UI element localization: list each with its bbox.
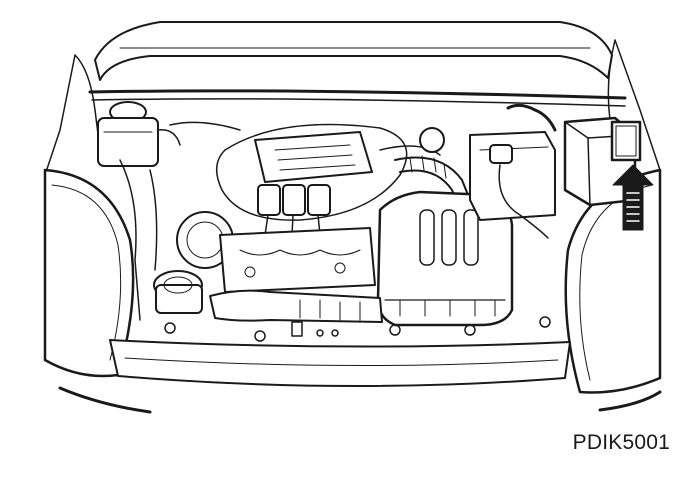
intake-hose	[394, 127, 471, 206]
strut-bar	[88, 89, 627, 107]
wiring-harness	[216, 123, 408, 221]
cable-loom	[506, 103, 557, 132]
figure-code: PDIK5001	[572, 431, 670, 454]
brake-reservoir	[153, 270, 203, 314]
hood	[94, 21, 613, 81]
coolant-reservoir	[97, 101, 181, 167]
ignition-coil-pack	[254, 131, 373, 236]
right-fender	[607, 39, 661, 171]
front-panel	[58, 339, 662, 414]
arrow-up-icon	[612, 164, 654, 231]
left-fender	[44, 54, 101, 176]
left-headlamp	[43, 168, 135, 378]
air-intake-duct	[209, 289, 383, 323]
air-cleaner	[376, 190, 514, 327]
fuse-box	[469, 131, 556, 239]
wiring-harness-secondary	[169, 121, 441, 156]
engine-block	[219, 227, 376, 293]
support-bolts	[164, 316, 551, 342]
